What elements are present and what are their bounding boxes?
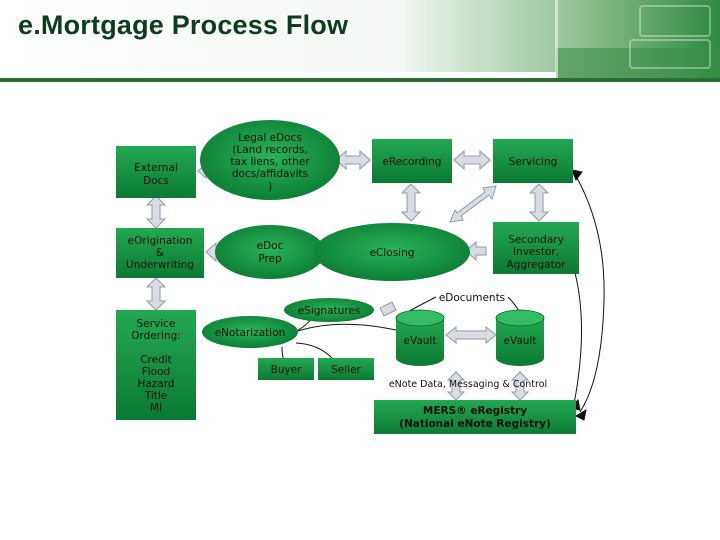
service-item-credit: Credit (140, 354, 172, 366)
arrow-esign-evault1 (379, 301, 397, 317)
mers-line-2: (National eNote Registry) (399, 418, 551, 430)
evault-1-label: eVault (404, 335, 437, 347)
service-item-title: Title (144, 390, 168, 402)
edoc-prep-line-2: Prep (258, 253, 282, 265)
node-eclosing: eClosing (314, 223, 470, 281)
erecording-label: eRecording (383, 156, 442, 168)
service-item-mi: MI (150, 402, 162, 414)
legal-edocs-line-1: Legal eDocs (238, 132, 302, 144)
enote-caption: eNote Data, Messaging & Control (389, 379, 547, 390)
arrow-servicing-eclosing (449, 185, 497, 223)
node-external-docs: External Docs (116, 146, 196, 198)
edoc-prep-line-1: eDoc (257, 240, 284, 252)
evault-2-label: eVault (504, 335, 537, 347)
eclosing-label: eClosing (370, 247, 415, 259)
eorigination-line-2: & (156, 247, 164, 259)
esignatures-label: eSignatures (298, 305, 361, 317)
arrowhead-servicing-mers-bottom (574, 408, 587, 421)
legal-edocs-line-4: docs/affidavits (232, 168, 308, 180)
arrow-erecording-eclosing (400, 183, 422, 222)
node-edoc-prep: eDoc Prep (215, 225, 325, 279)
arrowhead-servicing-mers-top (571, 169, 583, 182)
servicing-label: Servicing (509, 156, 558, 168)
arrow-evault1-evault2 (445, 325, 497, 345)
node-erecording: eRecording (372, 139, 452, 183)
secondary-line-1: Secondary (508, 234, 564, 246)
node-evault-1: eVault (395, 309, 445, 366)
node-secondary: Secondary Investor, Aggregator (493, 222, 579, 274)
legal-edocs-line-3: tax liens, other (230, 156, 310, 168)
service-ordering-line-1: Service (137, 318, 176, 330)
edocuments-label: eDocuments (439, 292, 505, 304)
node-buyer: Buyer (258, 358, 314, 380)
line-servicing-mers (575, 175, 605, 413)
arrow-origination-service (145, 277, 167, 311)
node-enotarization: eNotarization (202, 316, 298, 348)
external-docs-line-1: External (134, 162, 178, 174)
service-item-flood: Flood (142, 366, 170, 378)
header-banner: e.Mortgage Process Flow (0, 0, 720, 82)
arrow-erecording-servicing (453, 149, 491, 171)
line-enotarization-seller (295, 342, 333, 359)
line-secondary-mers (571, 261, 583, 405)
mers-line-1: MERS® eRegistry (423, 405, 527, 417)
secondary-line-3: Aggregator (506, 259, 566, 271)
buyer-label: Buyer (271, 364, 303, 376)
node-eorigination: eOrigination & Underwriting (116, 228, 204, 278)
arrow-external-origination (145, 195, 167, 229)
eorigination-line-1: eOrigination (128, 235, 193, 247)
seller-label: Seller (331, 364, 361, 376)
node-seller: Seller (318, 358, 374, 380)
service-ordering-line-2: Ordering: (131, 330, 181, 342)
arrow-servicing-secondary (528, 183, 550, 222)
arrow-secondary-eclosing (465, 240, 487, 262)
arrow-legal-erecording (335, 149, 371, 171)
enotarization-label: eNotarization (215, 327, 286, 339)
external-docs-line-2: Docs (143, 175, 169, 187)
secondary-line-2: Investor, (513, 246, 559, 258)
eorigination-line-3: Underwriting (126, 259, 194, 271)
legal-edocs-line-5: ) (268, 181, 272, 193)
node-mers: MERS® eRegistry (National eNote Registry… (374, 400, 576, 434)
header-graphic (0, 0, 720, 82)
service-item-hazard: Hazard (137, 378, 174, 390)
node-servicing: Servicing (493, 139, 573, 183)
legal-edocs-line-2: (Land records, (232, 144, 307, 156)
line-enotarization-evault (297, 323, 397, 332)
node-legal-edocs: Legal eDocs (Land records, tax liens, ot… (200, 120, 340, 200)
node-evault-2: eVault (495, 309, 545, 366)
node-service-ordering: Service Ordering: Credit Flood Hazard Ti… (116, 310, 196, 420)
page-title: e.Mortgage Process Flow (18, 10, 349, 40)
node-esignatures: eSignatures (284, 298, 374, 322)
